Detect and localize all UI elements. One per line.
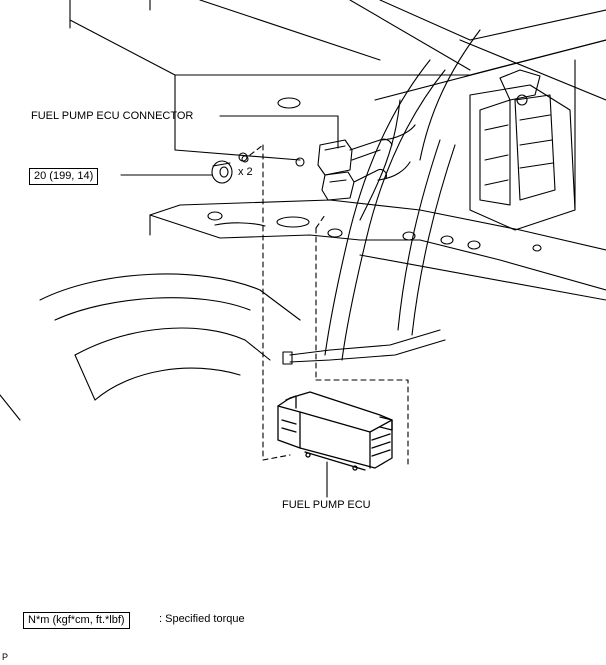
torque-legend-description: : Specified torque — [159, 613, 245, 625]
quantity-label: x 2 — [238, 166, 253, 178]
fuel-pump-ecu-icon — [277, 391, 393, 471]
connector-upper — [317, 138, 393, 176]
torque-value-box: 20 (199, 14) — [29, 168, 99, 185]
torque-unit-legend-box: N*m (kgf*cm, ft.*lbf) — [23, 612, 130, 629]
bolt-icon — [211, 160, 233, 184]
connector-lower — [321, 168, 387, 201]
washer-icon — [238, 152, 248, 162]
body-panel — [69, 0, 606, 167]
corner-mark: P — [2, 652, 9, 662]
ecu-label: FUEL PUMP ECU — [282, 499, 371, 511]
wheel-arch — [0, 273, 301, 421]
body-rail — [149, 199, 606, 301]
connector-leader-line — [219, 115, 339, 149]
connector-label: FUEL PUMP ECU CONNECTOR — [31, 110, 194, 122]
upper-right-bracket — [469, 59, 576, 231]
alignment-lines — [249, 144, 409, 466]
